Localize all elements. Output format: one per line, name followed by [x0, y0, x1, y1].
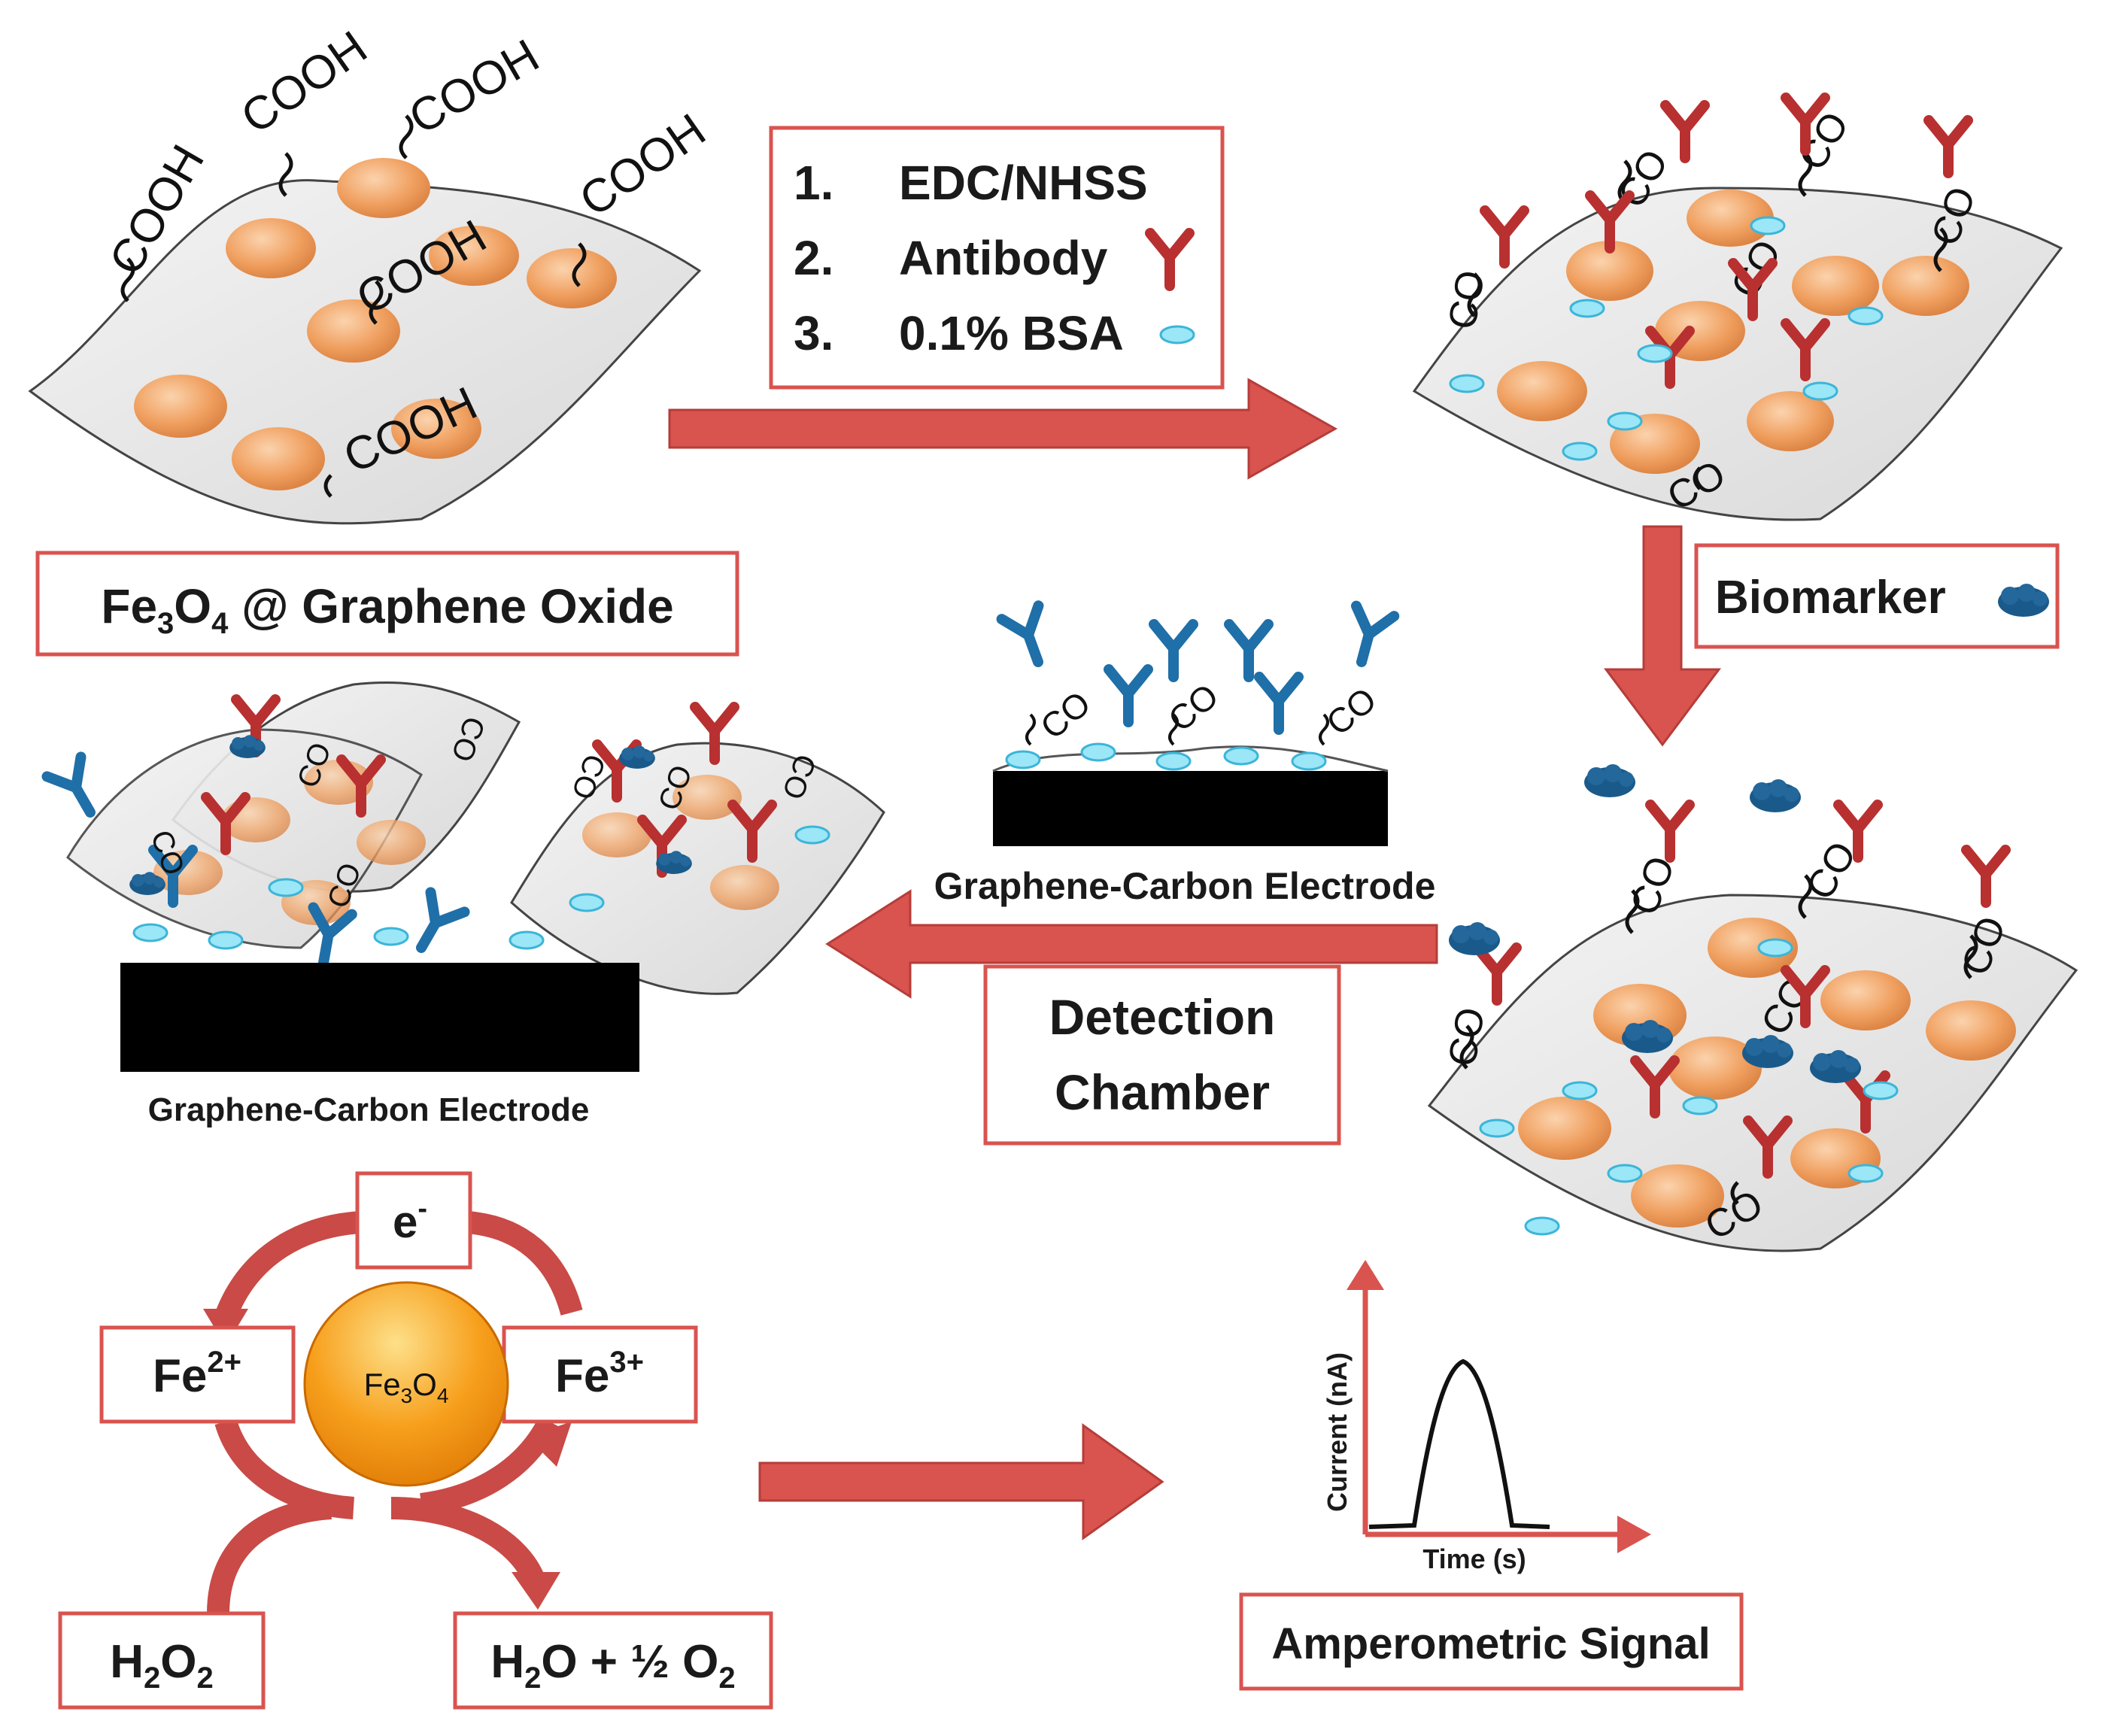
fe3-sup: 3+	[609, 1346, 644, 1379]
center-o: O	[412, 1367, 437, 1402]
svg-text:H2O + ½ O2: H2O + ½ O2	[490, 1636, 735, 1695]
signal-peak-line	[1368, 1358, 1550, 1529]
detection-line-1: Detection	[1049, 989, 1276, 1045]
arrow-left-middle	[825, 889, 1438, 999]
middle-electrode	[993, 771, 1388, 846]
go-sheet-top-left: COOH COOH COOH COOH COOH COOH	[28, 21, 715, 525]
fe3o4-sphere: Fe3O4	[303, 1281, 509, 1487]
detection-chamber-box: Detection Chamber	[983, 964, 1341, 1146]
svg-text:e-: e-	[393, 1193, 427, 1247]
e-box: e-	[355, 1171, 472, 1270]
h2o2-sub2: 2	[197, 1662, 214, 1695]
svg-text:Fe3O4 @ Graphene Oxide: Fe3O4 @ Graphene Oxide	[101, 579, 673, 640]
arrow-right-bottom	[758, 1423, 1164, 1540]
co-label-7: CO	[1441, 1004, 1494, 1070]
plot-xlabel: Time (s)	[1422, 1543, 1526, 1574]
cycle-arrow-bottom-left	[214, 1418, 355, 1519]
plot-ylabel: Current (nA)	[1322, 1352, 1353, 1512]
biomarker-box: Biomarker	[1694, 543, 2060, 649]
middle-electrode-assembly: CO CO CO Graphene-Carbon Electrode	[934, 605, 1436, 907]
step-2-number: 2.	[794, 231, 833, 285]
h2o2-box: H2O2	[58, 1611, 266, 1710]
cycle-arrow-top-right	[465, 1211, 583, 1316]
svg-text:Fe2+: Fe2+	[153, 1346, 241, 1402]
step-2-text: Antibody	[899, 231, 1108, 285]
product-h: H	[490, 1636, 524, 1688]
e-sup: -	[417, 1193, 427, 1225]
product-sub: 2	[524, 1662, 541, 1695]
biomarker-label: Biomarker	[1715, 572, 1946, 624]
arrow-right-top	[668, 378, 1338, 480]
detection-line-2: Chamber	[1055, 1064, 1270, 1120]
product-rest: O + ½ O	[541, 1636, 718, 1688]
bsa-icon	[1159, 325, 1195, 344]
co-label-15: CO	[1319, 679, 1383, 742]
amperometric-plot: Current (nA) Time (s) Amperometric Signa…	[1239, 1260, 1744, 1691]
step-1-text: EDC/NHSS	[899, 156, 1148, 210]
svg-text:H2O2: H2O2	[110, 1636, 214, 1695]
caption-fe: Fe	[101, 579, 157, 633]
left-electrode-assembly: CO CO CO CO CO CO CO Graphene-Carbon Ele…	[47, 681, 885, 1128]
caption-sub4: 4	[211, 607, 229, 640]
e-label: e	[393, 1197, 417, 1247]
h2o-product-box: H2O + ½ O2	[453, 1611, 773, 1710]
co-label-14: CO	[1161, 675, 1225, 739]
step-1-number: 1.	[794, 156, 833, 210]
co-label-1: CO	[1441, 267, 1494, 332]
center-fe: Fe	[364, 1367, 401, 1402]
h2o-out-arrow	[390, 1497, 545, 1585]
step-3-text: 0.1% BSA	[899, 306, 1124, 360]
go-sheet-biomarker: CO CO CO CO CO CO	[1427, 764, 2078, 1252]
fe2-box: Fe2+	[99, 1325, 296, 1424]
h2o2-o: O	[160, 1636, 196, 1688]
left-electrode-label: Graphene-Carbon Electrode	[148, 1091, 590, 1128]
cooh-label-2: COOH	[232, 21, 376, 144]
h2o2-sub1: 2	[144, 1662, 160, 1695]
left-electrode	[120, 963, 639, 1072]
middle-electrode-label: Graphene-Carbon Electrode	[934, 865, 1436, 907]
cooh-label-3: COOH	[401, 29, 548, 144]
fe3-box: Fe3+	[502, 1325, 698, 1424]
arrow-down-right	[1604, 525, 1721, 747]
cooh-label-4: COOH	[570, 104, 715, 226]
center-sub3: 3	[401, 1384, 413, 1407]
functionalization-steps-box: 1. EDC/NHSS 2. Antibody 3. 0.1% BSA	[769, 126, 1225, 390]
co-label-13: CO	[1033, 683, 1098, 746]
center-sub4: 4	[437, 1384, 449, 1407]
go-sheet-antibody: CO CO CO CO CO CO	[1412, 98, 2063, 521]
fe3-base: Fe	[555, 1350, 609, 1402]
fe2-sup: 2+	[207, 1346, 241, 1379]
svg-text:Fe3+: Fe3+	[555, 1346, 644, 1402]
svg-text:Fe3O4: Fe3O4	[364, 1367, 449, 1407]
fe2-base: Fe	[153, 1350, 207, 1402]
fe3o4-go-caption: Fe3O4 @ Graphene Oxide	[35, 551, 739, 657]
amperometric-caption: Amperometric Signal	[1271, 1619, 1710, 1668]
step-3-number: 3.	[794, 306, 833, 360]
caption-rest: @ Graphene Oxide	[228, 579, 673, 633]
h2o2-h: H	[110, 1636, 144, 1688]
h2o2-in-arrow	[207, 1497, 332, 1614]
product-sub2: 2	[718, 1662, 735, 1695]
linker-squiggles	[120, 114, 587, 498]
cycle-arrow-top-left	[214, 1211, 363, 1321]
caption-o: O	[174, 579, 211, 633]
nanoparticle-group	[134, 158, 617, 490]
caption-sub3: 3	[157, 607, 174, 640]
redox-cycle: e- Fe2+ Fe3+ Fe3O4 H2O2 H2O + ½ O2	[58, 1171, 773, 1710]
